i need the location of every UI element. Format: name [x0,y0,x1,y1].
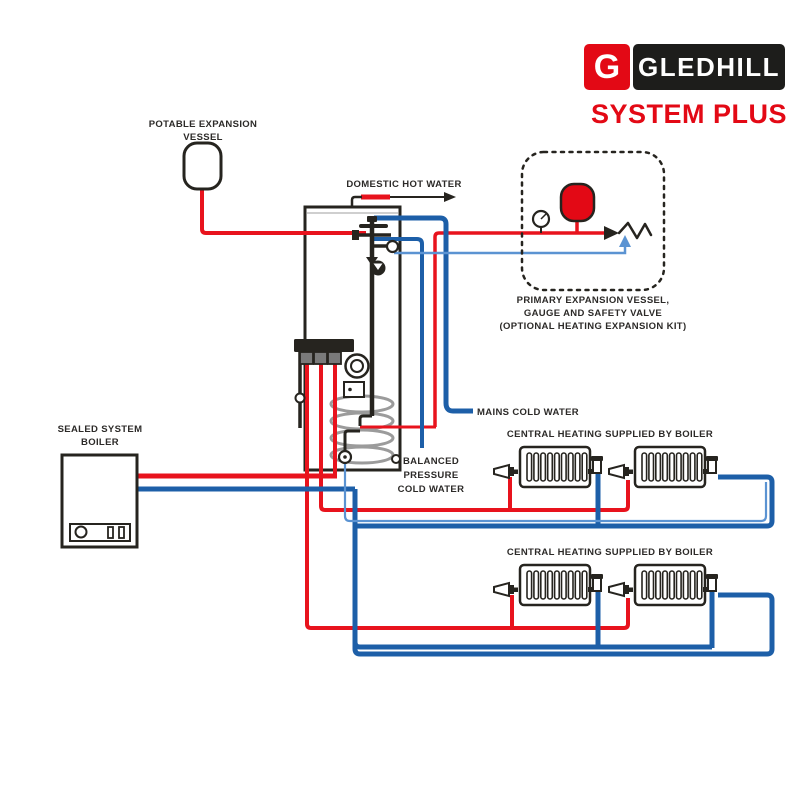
primary-expansion-vessel-icon [559,182,596,223]
balanced-pressure-label: BALANCED PRESSURE COLD WATER [397,456,465,495]
safety-valve-icon [617,221,653,240]
drain-fitting-icon [391,454,401,464]
control-box-icon [343,381,365,398]
expansion-kit-box [520,150,666,292]
blue-pipes [137,215,775,657]
gledhill-logo-mark: G [584,44,630,90]
potable-expansion-vessel-label: POTABLE EXPANSION VESSEL [148,119,258,143]
pressure-gauge-icon [531,209,551,233]
red-flow-arrow-icon [604,226,619,240]
blue-pipes-thin [343,246,768,523]
domestic-hot-water-label: DOMESTIC HOT WATER [346,179,462,190]
mains-cold-water-label: MAINS COLD WATER [477,407,580,418]
pump-icon [344,353,370,379]
expansion-kit-label: PRIMARY EXPANSION VESSEL, GAUGE AND SAFE… [499,295,687,332]
sealed-system-boiler [60,453,139,549]
dhw-arrow-icon [390,192,456,202]
red-pipes [137,188,630,630]
manifold [294,339,354,365]
brand-name: GLEDHILL [638,51,780,82]
radiator [607,563,720,607]
sealed-system-boiler-label: SEALED SYSTEM BOILER [57,424,143,448]
blue-flow-arrow-icon [619,235,631,247]
gledhill-logo-bar: GLEDHILL [633,44,785,90]
central-heating-label-2: CENTRAL HEATING SUPPLIED BY BOILER [506,547,714,558]
central-heating-label-1: CENTRAL HEATING SUPPLIED BY BOILER [506,429,714,440]
product-name: SYSTEM PLUS [590,99,788,129]
radiator [607,445,720,489]
valve-assembly [294,195,400,465]
logo-g-icon: G [593,48,621,86]
potable-expansion-vessel-icon [182,141,223,191]
